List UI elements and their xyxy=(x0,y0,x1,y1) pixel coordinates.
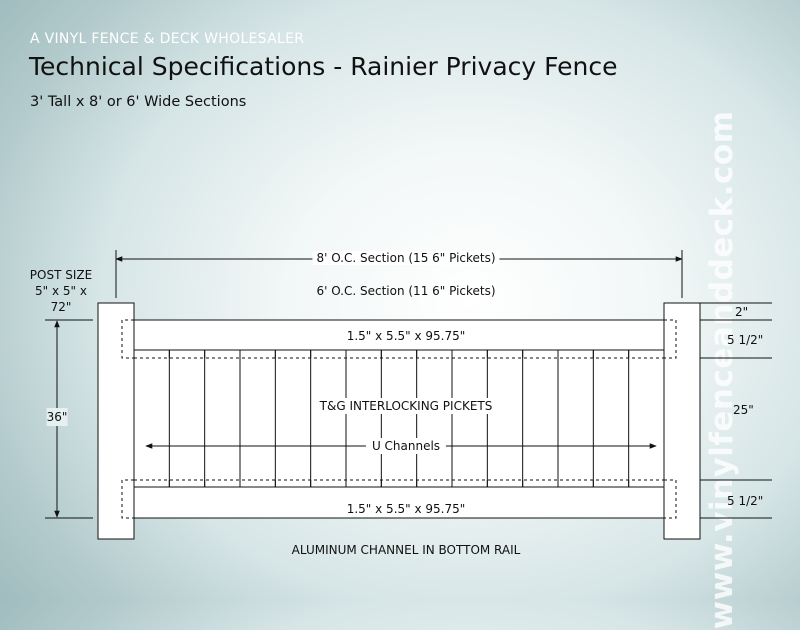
picket-panel xyxy=(133,349,665,488)
bottom-rail-hidden-right xyxy=(664,479,677,519)
bottom-rail-height-label: 5 1/2" xyxy=(727,494,764,508)
post-size-value: 5" x 5" x 72" xyxy=(35,284,87,314)
post-size-block: POST SIZE 5" x 5" x 72" xyxy=(23,267,99,315)
page-subtitle: 3' Tall x 8' or 6' Wide Sections xyxy=(30,94,247,110)
bottom-rail-hidden-left xyxy=(121,479,134,519)
top-rail-hidden-right xyxy=(664,319,677,359)
pickets-label: T&G INTERLOCKING PICKETS xyxy=(315,398,497,414)
bottom-note: ALUMINUM CHANNEL IN BOTTOM RAIL xyxy=(291,543,521,557)
top-gap-label: 2" xyxy=(735,305,749,319)
top-rail-label: 1.5" x 5.5" x 95.75" xyxy=(346,329,466,343)
section-8ft-label: 8' O.C. Section (15 6" Pickets) xyxy=(312,251,500,265)
left-post xyxy=(97,302,135,540)
u-channels-label: U Channels xyxy=(365,438,447,454)
post-size-label: POST SIZE xyxy=(29,268,93,282)
section-6ft-label: 6' O.C. Section (11 6" Pickets) xyxy=(316,284,496,298)
height-label: 36" xyxy=(46,408,68,426)
page-title: Technical Specifications - Rainier Priva… xyxy=(29,52,618,81)
right-post xyxy=(663,302,701,540)
company-tagline: A VINYL FENCE & DECK WHOLESALER xyxy=(30,31,305,47)
top-rail-hidden-left xyxy=(121,319,134,359)
pickets-group xyxy=(133,349,665,488)
bottom-rail xyxy=(133,486,665,519)
picket-height-label: 25" xyxy=(733,403,754,417)
top-rail xyxy=(133,319,665,351)
bottom-rail-label: 1.5" x 5.5" x 95.75" xyxy=(346,502,466,516)
top-rail-height-label: 5 1/2" xyxy=(727,333,764,347)
fence-diagram xyxy=(45,250,772,540)
